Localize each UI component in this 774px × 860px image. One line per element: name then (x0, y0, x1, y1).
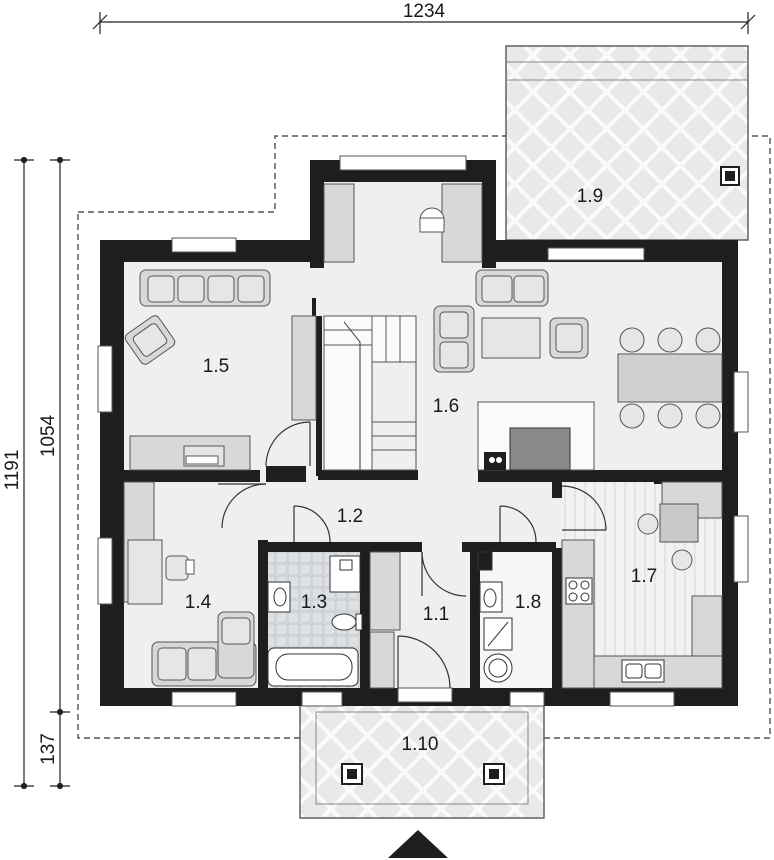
room-label-1-7: 1.7 (631, 566, 657, 587)
entry-terrace-1-10 (299, 695, 545, 819)
bathroom-fixtures (267, 551, 513, 687)
windows (97, 155, 749, 707)
room-label-1-4: 1.4 (185, 592, 212, 613)
room-label-1-5: 1.5 (203, 356, 229, 377)
room-label-1-2: 1.2 (337, 506, 363, 527)
room-label-1-1: 1.1 (423, 604, 449, 625)
kitchen-sink-icon (621, 659, 665, 683)
dimension-total-width: 1234 (403, 1, 446, 22)
room-label-1-3: 1.3 (301, 592, 327, 613)
doors (218, 421, 607, 689)
roof-outline (77, 135, 771, 739)
dimension-top (92, 12, 756, 34)
room-label-1-8: 1.8 (515, 592, 541, 613)
room-labels: 1.5 1.6 1.2 1.4 1.3 1.1 1.8 1.7 1.9 1.10 (185, 186, 657, 755)
room-label-1-10: 1.10 (402, 734, 439, 755)
dimension-house-height: 1054 (38, 414, 59, 457)
staircase (291, 315, 417, 471)
dimension-total-height: 1191 (2, 450, 23, 491)
outer-walls (100, 160, 738, 706)
inner-walls (122, 298, 722, 690)
dimension-left (14, 156, 70, 790)
terrace-1-9 (505, 45, 749, 241)
dimension-terrace-depth: 137 (38, 733, 59, 765)
kitchen-island (477, 401, 595, 471)
room-label-1-9: 1.9 (577, 186, 603, 207)
room-label-1-6: 1.6 (433, 396, 459, 417)
triangle-up-icon (388, 830, 448, 858)
stove-icon (565, 577, 593, 605)
